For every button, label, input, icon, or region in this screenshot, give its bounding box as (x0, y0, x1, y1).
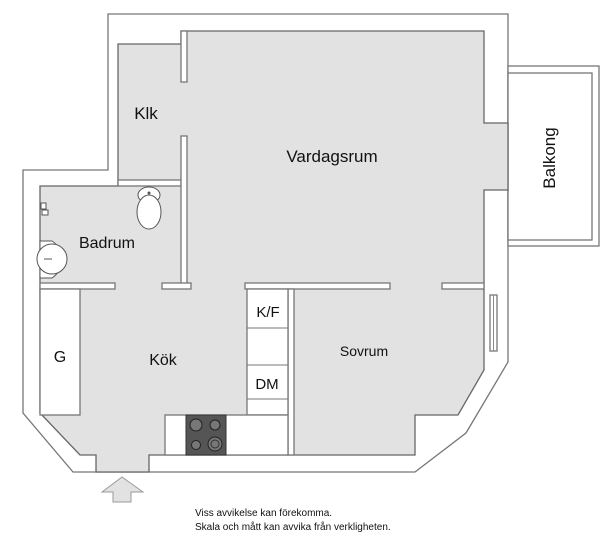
room-label-klk: Klk (134, 104, 158, 123)
label-dishwasher: DM (255, 376, 278, 393)
wardrobe (39, 288, 81, 416)
kitchen-column (246, 288, 289, 416)
wall-vardagsrum-sovrum-right (441, 282, 485, 290)
wall-vardagsrum-sovrum-left (244, 282, 391, 290)
room-label-sovrum: Sovrum (340, 343, 388, 359)
wall-badrum-kok-left (39, 282, 116, 290)
label-wardrobe: G (54, 349, 66, 366)
toilet-icon (136, 186, 162, 230)
sink-icon (36, 240, 68, 279)
interior-floor (39, 30, 509, 473)
room-label-badrum: Badrum (79, 235, 135, 252)
wall-kok-sovrum (287, 288, 295, 456)
wall-badrum-kok-right (161, 282, 192, 290)
room-label-kok: Kök (149, 352, 178, 369)
wall-badrum-vardagsrum (180, 135, 188, 285)
disclaimer-line-2: Skala och mått kan avvika från verklighe… (195, 521, 391, 533)
shower-tap-icon (40, 202, 49, 216)
room-label-balkong: Balkong (540, 127, 559, 188)
hob-icon (185, 414, 227, 456)
room-label-vardagsrum: Vardagsrum (286, 147, 377, 166)
entrance-arrow-icon (100, 476, 145, 503)
label-fridge-freezer: K/F (256, 304, 279, 321)
disclaimer-line-1: Viss avvikelse kan förekomma. (195, 508, 332, 519)
wall-klk-badrum (117, 179, 182, 187)
wall-klk-vardagsrum-upper (180, 30, 188, 83)
